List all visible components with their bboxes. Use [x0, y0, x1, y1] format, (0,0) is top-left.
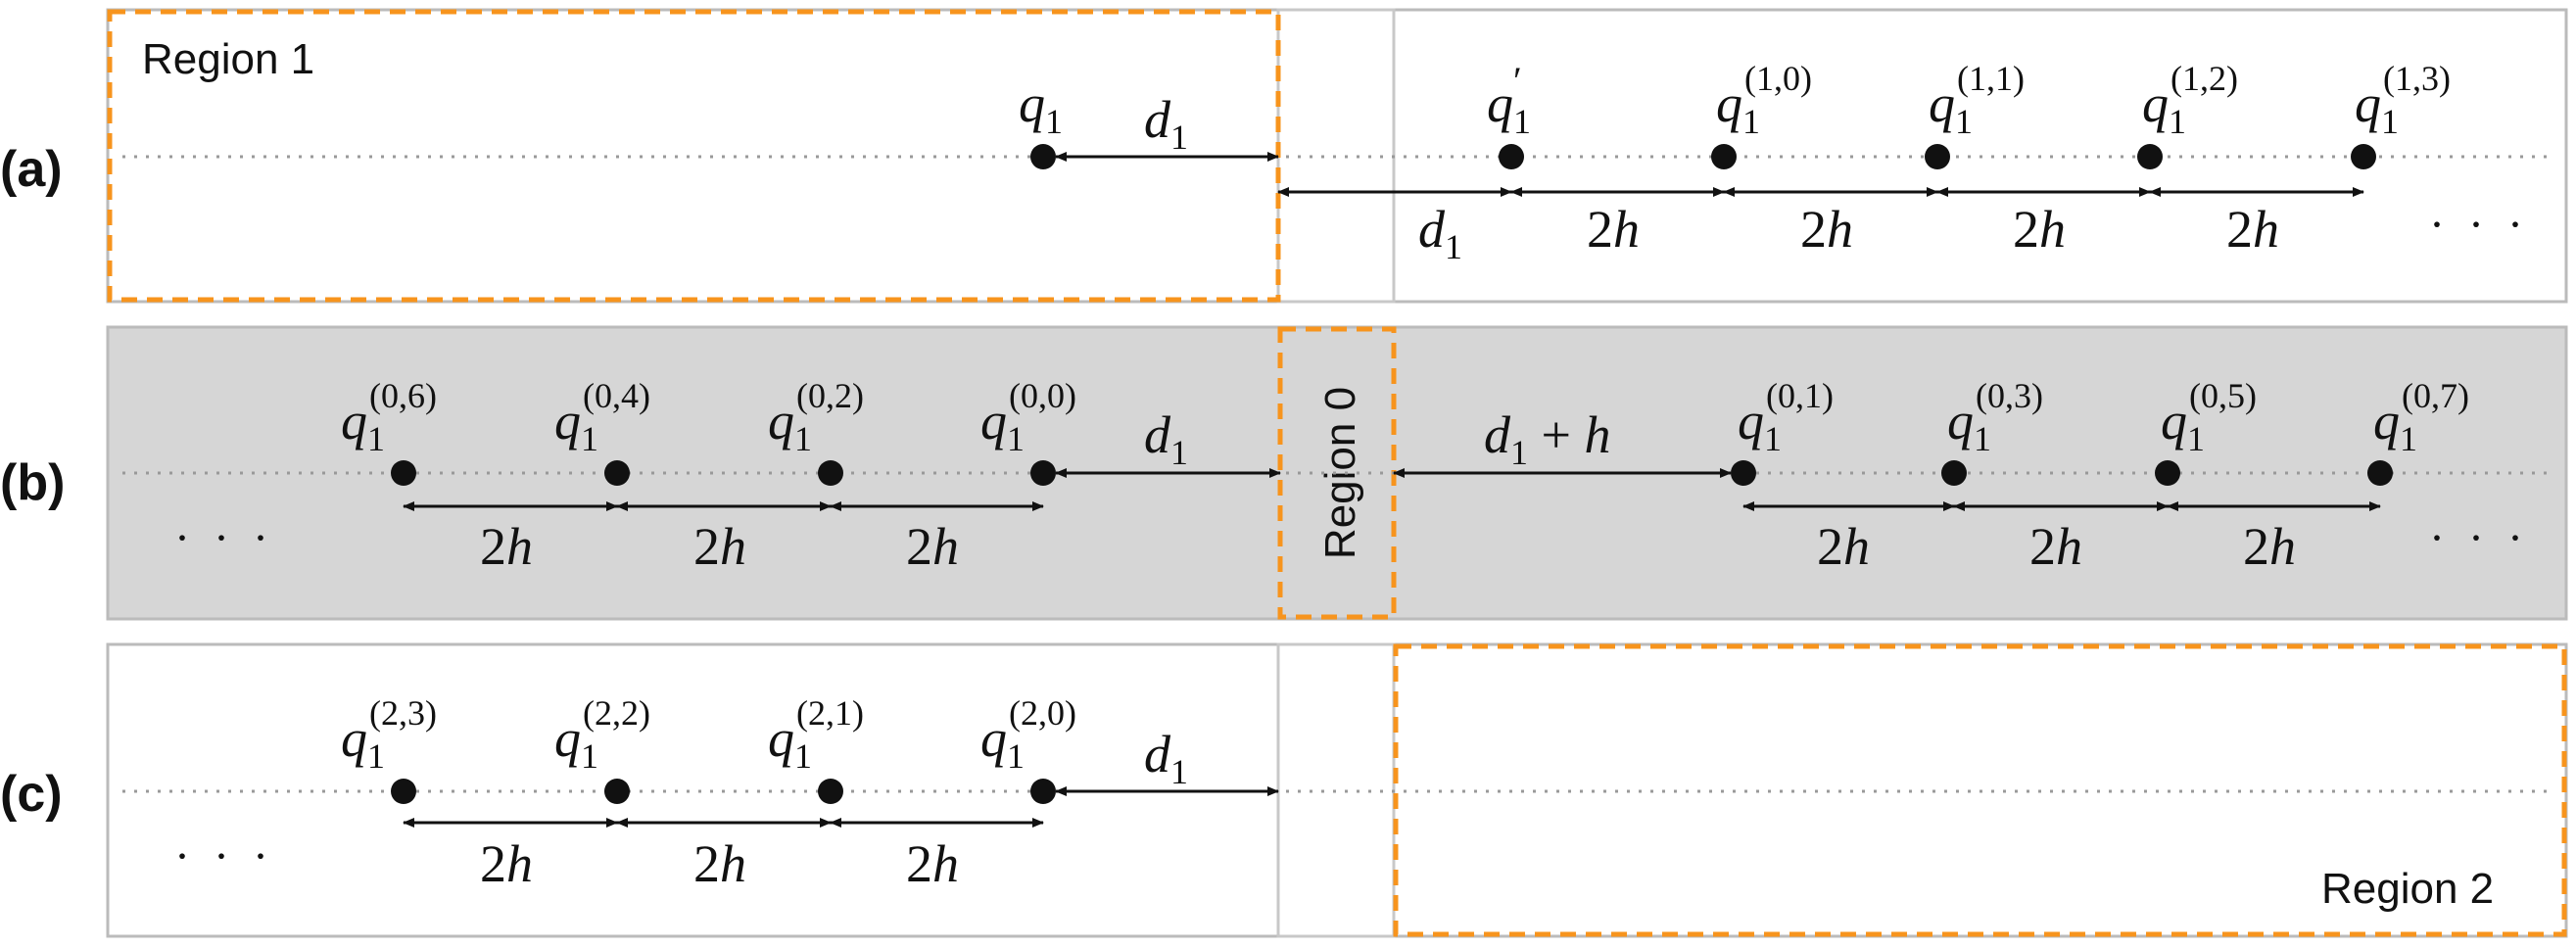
distance-label-2h: 2h — [2243, 517, 2296, 576]
panel-c-label: (c) — [0, 766, 63, 823]
point-q1-1-1 — [1925, 144, 1950, 169]
point-q1-1-0 — [1711, 144, 1737, 169]
point-q1-2-1 — [818, 779, 843, 804]
distance-label-2h: 2h — [906, 834, 959, 893]
point-q1-0-0 — [1030, 460, 1056, 486]
panel-b: (b) Region 0 q1(0,6) q1(0,4) q1(0,2) q1(… — [0, 325, 2568, 621]
distance-label-2h: 2h — [693, 834, 746, 893]
distance-label-2h: 2h — [2226, 200, 2279, 259]
panel-a-label: (a) — [0, 141, 63, 198]
distance-label-d1-plus-h: d1 + h — [1484, 405, 1610, 472]
point-q1-0-5 — [2155, 460, 2180, 486]
panel-a: (a) Region 1 q1 q1′ q1(1,0) q1(1,1) q1(1… — [0, 8, 2568, 304]
panel-b-label: (b) — [0, 454, 65, 511]
point-q1-0-2 — [818, 460, 843, 486]
distance-label-2h: 2h — [480, 834, 533, 893]
point-q1 — [1030, 144, 1056, 169]
point-q1-1-2 — [2137, 144, 2163, 169]
point-q1-2-2 — [604, 779, 630, 804]
point-q1-prime — [1499, 144, 1524, 169]
region-2-label: Region 2 — [2321, 865, 2494, 913]
point-q1-0-1 — [1731, 460, 1756, 486]
region-0-label: Region 0 — [1316, 387, 1364, 559]
distance-label-2h: 2h — [2013, 200, 2066, 259]
distance-label-2h: 2h — [693, 517, 746, 576]
point-q1-2-0 — [1030, 779, 1056, 804]
distance-label-2h: 2h — [906, 517, 959, 576]
panel-c: (c) Region 2 q1(2,3) q1(2,2) q1(2,1) q1(… — [0, 642, 2568, 938]
distance-label-2h: 2h — [480, 517, 533, 576]
point-q1-0-7 — [2367, 460, 2393, 486]
ellipsis-left: · · · — [174, 512, 274, 564]
point-q1-2-3 — [391, 779, 416, 804]
point-q1-0-3 — [1941, 460, 1967, 486]
point-q1-0-4 — [604, 460, 630, 486]
distance-label-2h: 2h — [1800, 200, 1853, 259]
ellipsis-right: · · · — [2429, 512, 2529, 564]
region-1-label: Region 1 — [142, 35, 314, 83]
distance-label-2h: 2h — [1817, 517, 1870, 576]
ellipsis-left: · · · — [174, 830, 274, 882]
distance-label-2h: 2h — [2029, 517, 2082, 576]
point-q1-1-3 — [2351, 144, 2376, 169]
point-q1-0-6 — [391, 460, 416, 486]
ellipsis-right: · · · — [2429, 199, 2529, 251]
region-2-box — [1393, 643, 2567, 937]
distance-label-2h: 2h — [1587, 200, 1640, 259]
